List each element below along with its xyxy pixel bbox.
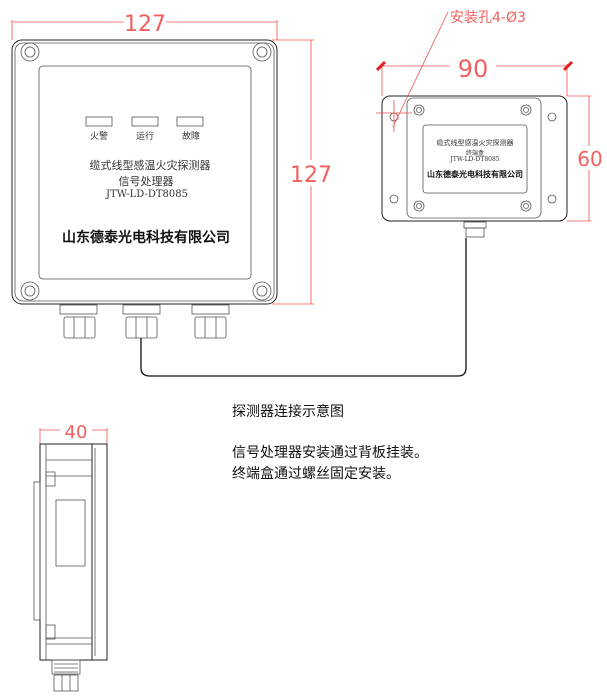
fire-alarm-label: 火警 — [90, 130, 108, 142]
fire-alarm-led — [85, 116, 113, 127]
cable-gland-icons — [59, 304, 230, 339]
terminal-width-dimension: 90 — [458, 55, 489, 83]
processor-company: 山东德泰光电科技有限公司 — [62, 229, 230, 246]
signal-processor-front-view: 火警 运行 故障 缆式线型感温火灾探测器 信号处理器 JTW-LD-DT8085… — [11, 12, 332, 339]
mount-hole-leader — [392, 11, 449, 128]
run-led — [131, 116, 159, 127]
terminal-company: 山东德泰光电科技有限公司 — [427, 169, 523, 179]
terminal-height-dimension: 60 — [577, 147, 602, 171]
diagram-caption: 探测器连接示意图 — [232, 403, 344, 420]
connection-cable — [140, 238, 467, 377]
processor-model: JTW-LD-DT8085 — [105, 189, 188, 200]
note-processor-mounting: 信号处理器安装通过背板挂装。 — [232, 445, 428, 461]
terminal-model: JTW-LD-DT8085 — [449, 156, 499, 163]
signal-processor-side-view: 40 — [33, 420, 108, 692]
processor-subtitle: 信号处理器 — [119, 175, 174, 188]
terminal-subtitle: 终端盒 — [466, 149, 484, 157]
side-depth-dimension: 40 — [65, 422, 88, 443]
terminal-title: 缆式线型感温火灾探测器 — [437, 138, 514, 147]
run-label: 运行 — [136, 130, 154, 142]
note-terminal-mounting: 终端盒通过螺丝固定安装。 — [232, 465, 400, 482]
processor-title: 缆式线型感温火灾探测器 — [90, 158, 211, 172]
screw-hole-icons — [389, 104, 557, 212]
fault-label: 故障 — [182, 130, 200, 142]
fault-led — [176, 116, 204, 127]
corner-screw-icons — [20, 42, 272, 301]
terminal-gland-icon — [463, 221, 487, 238]
processor-width-dimension: 127 — [124, 12, 166, 37]
processor-height-dimension: 127 — [290, 163, 332, 188]
terminal-box-front-view: 缆式线型感温火灾探测器 终端盒 JTW-LD-DT8085 山东德泰光电科技有限… — [375, 10, 605, 238]
mount-holes-label: 安装孔4-Ø3 — [450, 10, 526, 26]
